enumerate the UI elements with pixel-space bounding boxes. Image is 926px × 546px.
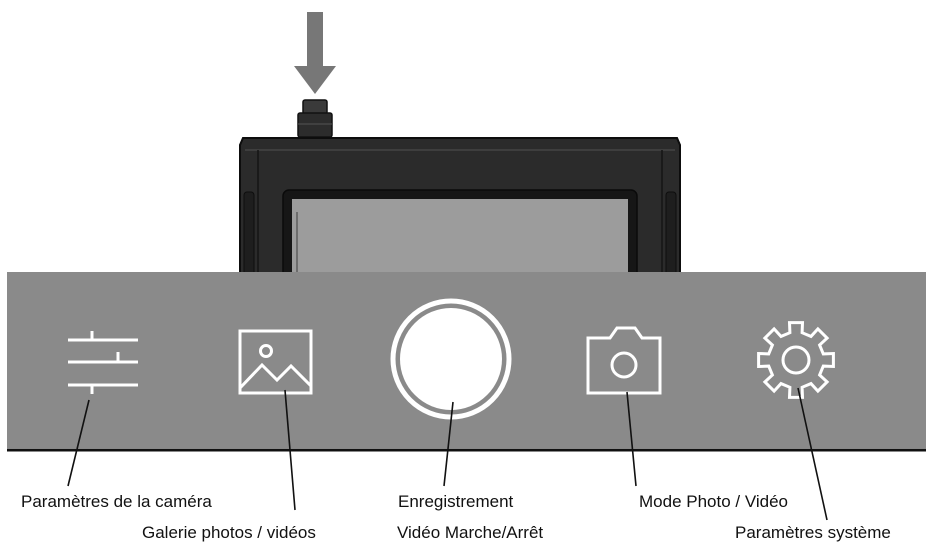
record-button-icon[interactable] — [390, 298, 512, 420]
label-record-line2: Vidéo Marche/Arrêt — [397, 523, 544, 542]
camera-icon[interactable] — [586, 326, 662, 395]
sliders-icon[interactable] — [68, 331, 138, 394]
label-system-settings: Paramètres système — [735, 523, 891, 542]
top-power-button[interactable] — [297, 99, 333, 138]
press-arrow-icon — [294, 12, 336, 94]
label-gallery: Galerie photos / vidéos — [142, 523, 316, 542]
device-body — [239, 137, 681, 281]
image-gallery-icon[interactable] — [238, 329, 313, 395]
label-camera-settings: Paramètres de la caméra — [21, 492, 212, 511]
leader-lines — [67, 387, 828, 521]
label-record-line1: Enregistrement — [398, 492, 514, 511]
label-photo-video-mode: Mode Photo / Vidéo — [639, 492, 789, 511]
device-screen — [292, 199, 628, 280]
gear-icon[interactable] — [757, 321, 835, 399]
